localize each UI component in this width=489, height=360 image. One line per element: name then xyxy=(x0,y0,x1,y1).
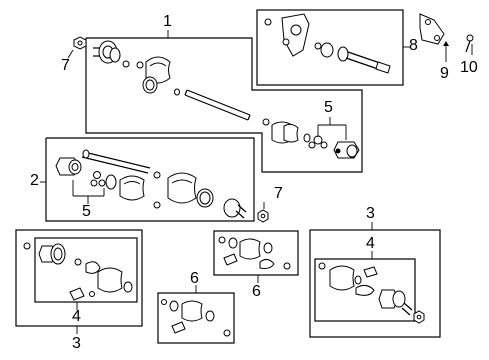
boot-lower-inner xyxy=(119,175,145,201)
callout-5-lower: 5 xyxy=(82,203,91,220)
clamp-ring-upper-1 xyxy=(122,60,144,69)
inner-housing-lower xyxy=(55,157,82,176)
callout-4-left: 4 xyxy=(72,308,81,325)
callout-9: 9 xyxy=(440,65,449,82)
callout-1: 1 xyxy=(163,13,172,30)
half-shaft-8 xyxy=(314,42,391,74)
callout-6-middle: 6 xyxy=(252,283,261,300)
bracket-5-lower xyxy=(72,180,105,204)
assembly-box-3-left xyxy=(15,229,143,327)
assembly-box-4-right xyxy=(314,258,416,322)
assembly-box-3-right xyxy=(309,229,441,338)
tripod-joint-lower xyxy=(90,171,106,187)
callout-3-left: 3 xyxy=(72,335,81,352)
bearing-bracket-8 xyxy=(264,13,310,57)
clamp-ring-upper-2 xyxy=(142,76,158,94)
tripod-joint-upper xyxy=(308,135,328,149)
assembly-box-1 xyxy=(85,37,363,173)
clamp-lower-2 xyxy=(196,188,214,208)
parts-group-6-lower xyxy=(161,299,231,337)
callout-7-left: 7 xyxy=(61,57,70,74)
axle-shaft-upper xyxy=(184,89,251,121)
small-clip-upper xyxy=(174,88,180,96)
parts-group-4-left xyxy=(23,242,133,301)
clip-lower xyxy=(153,171,161,209)
callout-6-lower: 6 xyxy=(190,270,199,287)
nut-7-upper xyxy=(67,36,87,59)
parts-group-6-middle xyxy=(218,236,291,270)
callout-10: 10 xyxy=(460,59,478,76)
axle-shaft-lower xyxy=(81,149,151,174)
callout-7-mid: 7 xyxy=(274,185,283,202)
clip-upper-inner xyxy=(262,118,270,126)
assembly-box-8 xyxy=(256,9,404,86)
assembly-box-4-left xyxy=(34,237,138,303)
clamp-lower-1 xyxy=(105,174,117,190)
bracket-5-upper xyxy=(317,117,347,140)
bolt-10 xyxy=(465,34,474,55)
nut-7-middle xyxy=(257,202,269,223)
callout-8: 8 xyxy=(409,37,418,54)
assembly-box-2 xyxy=(45,137,255,222)
outer-cv-joint-lower xyxy=(223,198,247,219)
outer-cv-joint-upper xyxy=(93,40,121,64)
callout-3-right: 3 xyxy=(366,205,375,222)
parts-group-4-right xyxy=(318,262,425,324)
callout-2: 2 xyxy=(30,172,39,189)
callout-4-right: 4 xyxy=(366,235,375,252)
clip-upper-inner-2 xyxy=(303,133,311,143)
heat-shield-9 xyxy=(419,13,449,62)
boot-upper-inner xyxy=(271,121,299,144)
boot-lower-outer xyxy=(167,172,197,204)
inner-housing-upper xyxy=(333,141,360,159)
assembly-box-6-middle xyxy=(213,230,299,276)
callout-5-upper: 5 xyxy=(324,99,333,116)
